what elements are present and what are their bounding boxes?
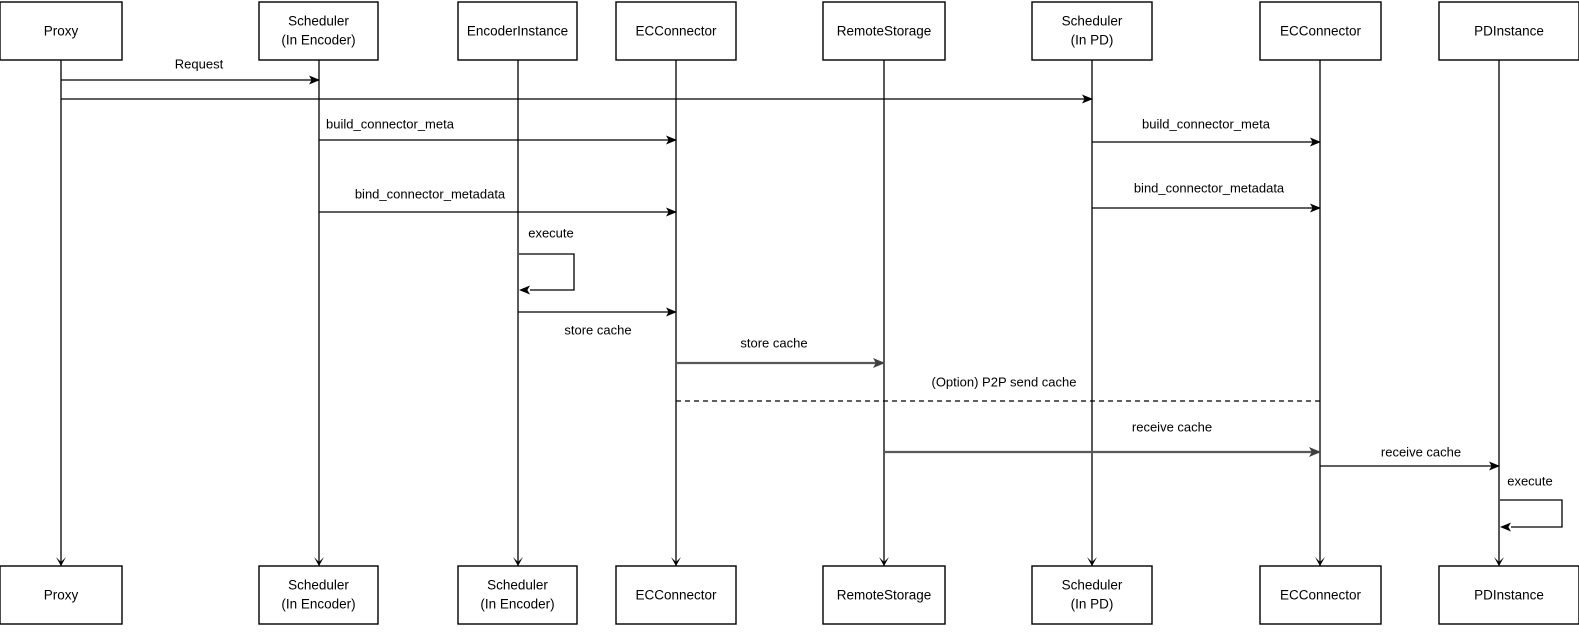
self-message-arrowhead [519,285,530,295]
self-message-label: execute [1507,473,1553,488]
message-m3[interactable]: build_connector_meta [319,116,677,145]
actor-subtitle: (In Encoder) [281,33,355,48]
actor-box-rect [822,1,946,61]
message-m4[interactable]: build_connector_meta [1092,116,1321,147]
actor-box-rect [258,1,379,61]
message-m8[interactable]: store cache [676,335,885,368]
actor-title: ECConnector [635,588,717,603]
actor-box-rect [1259,565,1382,625]
self-message-s1[interactable]: execute [519,225,575,295]
message-m10[interactable]: receive cache [885,419,1321,457]
self-message-path [519,253,575,291]
actor-box-rect [0,1,123,61]
actor-box-rect [1438,1,1579,61]
messages-layer: Request build_connector_meta build_connect… [61,56,1500,471]
actor-box-rect [822,565,946,625]
message-m9[interactable]: (Option) P2P send cache [676,374,1321,402]
lifeline-end-arrow-proxy [56,557,66,566]
actor-box-bottom-remote-storage[interactable]: RemoteStorage [822,565,946,625]
actor-box-top-remote-storage[interactable]: RemoteStorage [822,1,946,61]
lifeline-end-arrow-ecconnector-encoder [671,557,681,566]
lifeline-end-arrow-encoder-instance [513,557,523,566]
actor-box-bottom-pd-instance[interactable]: PDInstance [1438,565,1579,625]
actor-box-bottom-proxy[interactable]: Proxy [0,565,123,625]
message-m11[interactable]: receive cache [1320,444,1500,471]
message-label: build_connector_meta [1142,116,1271,131]
actor-title: PDInstance [1474,588,1544,603]
actor-box-rect [1259,1,1382,61]
actor-title: RemoteStorage [837,588,932,603]
self-message-s2[interactable]: execute [1500,473,1563,532]
actor-box-rect [615,565,737,625]
actor-box-rect [1031,1,1153,61]
message-m1[interactable]: Request [61,56,320,85]
actor-box-rect [615,1,737,61]
actor-box-top-proxy[interactable]: Proxy [0,1,123,61]
lifeline-end-arrow-remote-storage [879,557,889,566]
actor-title: ECConnector [1280,24,1362,39]
message-label: Request [175,56,224,71]
actor-box-bottom-scheduler-pd[interactable]: Scheduler (In PD) [1031,565,1153,625]
actor-title: RemoteStorage [837,24,932,39]
actor-title: ECConnector [1280,588,1362,603]
actor-title: EncoderInstance [467,24,568,39]
message-m5[interactable]: bind_connector_metadata [319,186,677,217]
lifeline-end-arrow-scheduler-encoder [314,557,324,566]
actor-title: PDInstance [1474,24,1544,39]
actor-title: Scheduler [288,578,349,593]
actor-box-rect [457,1,578,61]
message-m7[interactable]: store cache [518,307,677,337]
actor-title: Proxy [44,588,79,603]
lifeline-end-arrow-ecconnector-pd [1315,557,1325,566]
self-message-path [1500,499,1563,528]
actor-subtitle: (In PD) [1071,597,1114,612]
lifeline-end-arrow-pd-instance [1494,557,1504,566]
actor-box-top-ecconnector-pd[interactable]: ECConnector [1259,1,1382,61]
actor-box-top-pd-instance[interactable]: PDInstance [1438,1,1579,61]
actor-box-top-scheduler-encoder[interactable]: Scheduler (In Encoder) [258,1,379,61]
self-message-arrowhead [1500,522,1511,532]
actor-subtitle: (In Encoder) [480,597,554,612]
actor-box-bottom-encoder-instance[interactable]: Scheduler (In Encoder) [457,565,578,625]
actor-title: Scheduler [288,14,349,29]
lifeline-end-arrow-scheduler-pd [1087,557,1097,566]
actor-box-top-ecconnector-encoder[interactable]: ECConnector [615,1,737,61]
actor-title: Scheduler [1062,14,1123,29]
actor-box-bottom-scheduler-encoder[interactable]: Scheduler (In Encoder) [258,565,379,625]
actor-box-top-scheduler-pd[interactable]: Scheduler (In PD) [1031,1,1153,61]
actor-subtitle: (In Encoder) [281,597,355,612]
message-label: store cache [740,335,807,350]
actor-box-rect [457,565,578,625]
message-label: (Option) P2P send cache [931,374,1076,389]
message-label: receive cache [1132,419,1212,434]
message-label: build_connector_meta [326,116,455,131]
self-message-label: execute [528,225,574,240]
actor-box-top-encoder-instance[interactable]: EncoderInstance [457,1,578,61]
actor-title: Scheduler [487,578,548,593]
message-label: receive cache [1381,444,1461,459]
actor-title: Proxy [44,24,79,39]
actor-box-rect [1438,565,1579,625]
self-messages-layer: execute execute [519,225,1563,532]
message-label: bind_connector_metadata [1134,180,1285,195]
actor-box-rect [258,565,379,625]
actor-title: Scheduler [1062,578,1123,593]
actor-box-rect [1031,565,1153,625]
message-m6[interactable]: bind_connector_metadata [1092,180,1321,213]
actor-subtitle: (In PD) [1071,33,1114,48]
lifelines-layer [56,60,1504,566]
actor-box-bottom-ecconnector-encoder[interactable]: ECConnector [615,565,737,625]
actor-box-bottom-ecconnector-pd[interactable]: ECConnector [1259,565,1382,625]
actor-box-rect [0,565,123,625]
message-label: store cache [564,322,631,337]
actor-title: ECConnector [635,24,717,39]
message-label: bind_connector_metadata [355,186,506,201]
